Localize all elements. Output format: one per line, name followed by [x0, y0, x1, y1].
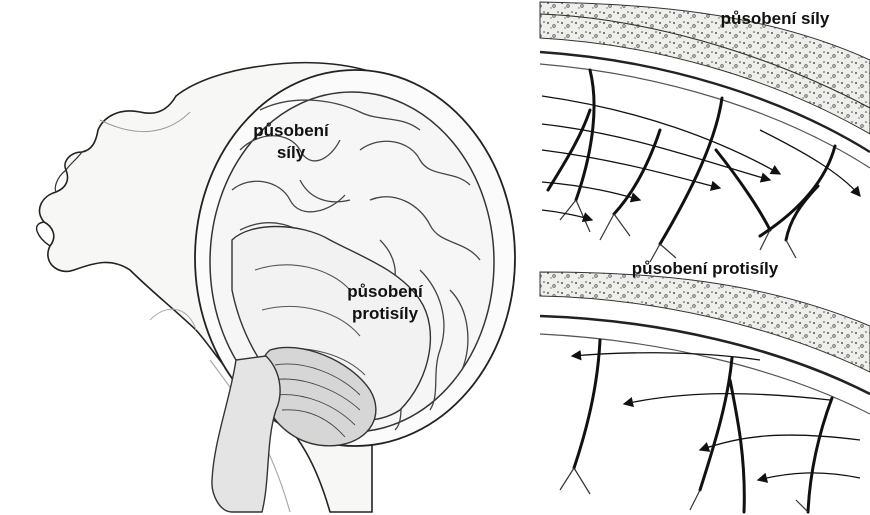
- brain-force-label-line2: síly: [236, 142, 346, 164]
- force-panel: [540, 2, 870, 262]
- force-panel-title: působení síly: [700, 8, 850, 30]
- counterforce-panel-vessels: [574, 340, 832, 512]
- counterforce-panel-capillaries: [560, 468, 808, 512]
- brain-force-label-line1: působení: [236, 120, 346, 142]
- brain-force-label: působení síly: [236, 120, 346, 164]
- counterforce-panel: [540, 272, 870, 512]
- counterforce-panel-arrows: [572, 353, 860, 480]
- brain-counterforce-label-line2: protisíly: [330, 303, 440, 325]
- brain-counterforce-label: působení protisíly: [330, 281, 440, 325]
- brainstem: [212, 356, 280, 512]
- counterforce-panel-bone: [540, 272, 870, 372]
- brain-counterforce-label-line1: působení: [330, 281, 440, 303]
- counterforce-panel-title: působení protisíly: [605, 258, 805, 280]
